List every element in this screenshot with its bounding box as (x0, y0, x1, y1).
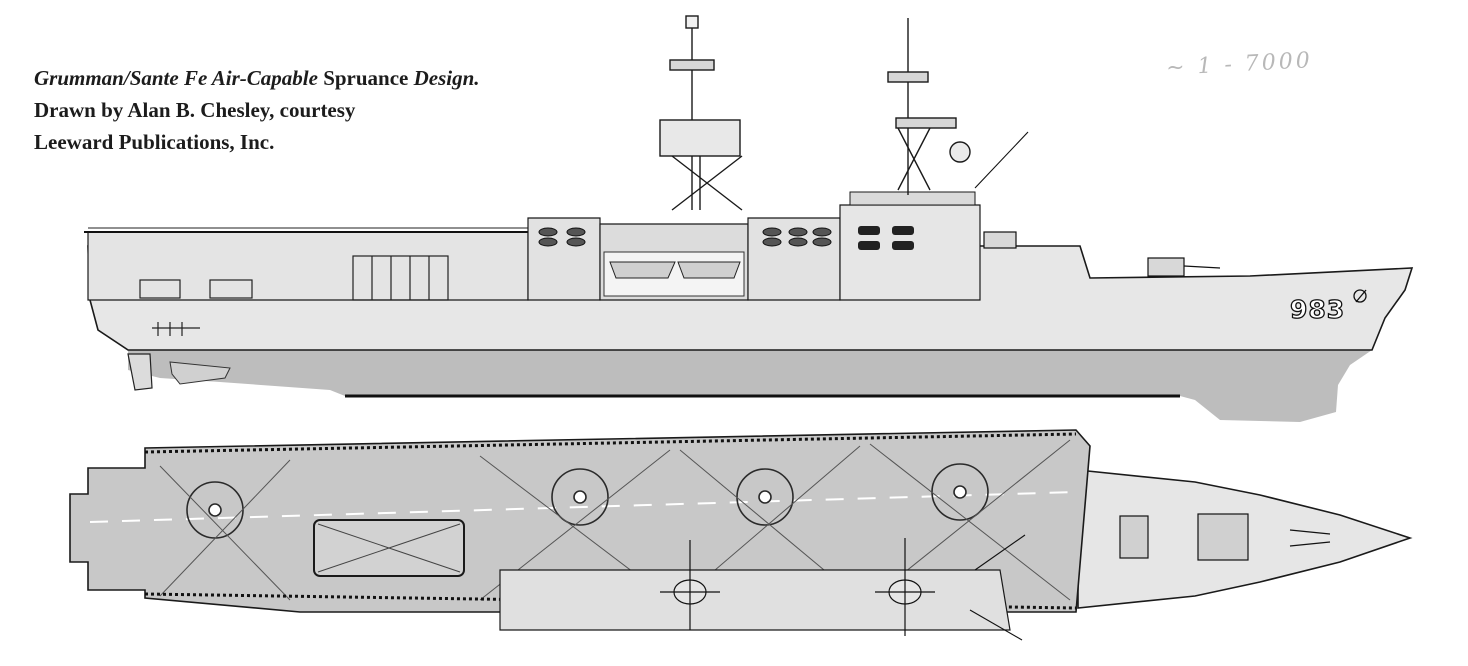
anchor-icon (1353, 289, 1367, 303)
caption-class-name: Spruance (323, 66, 409, 90)
drawing-caption: Grumman/Sante Fe Air-Capable Spruance De… (34, 62, 480, 158)
forward-gun (1147, 257, 1221, 277)
helicopter-2 (875, 538, 935, 636)
caption-design-name: Grumman/Sante Fe Air-Capable (34, 66, 318, 90)
elevator-cross (317, 523, 461, 573)
helicopter-1 (660, 540, 720, 630)
boat-2 (677, 261, 741, 279)
life-raft-canisters (538, 227, 832, 247)
callout-line-lower (969, 609, 1023, 641)
callout-line-upper (974, 131, 1029, 189)
aft-mast (659, 15, 743, 211)
caption-line-1: Grumman/Sante Fe Air-Capable Spruance De… (34, 62, 480, 94)
caption-line-2: Drawn by Alan B. Chesley, courtesy (34, 98, 356, 122)
superstructure-plan (499, 569, 1011, 631)
deck-edge-railing (144, 432, 1077, 454)
caption-design-word: Design. (413, 66, 480, 90)
callout-line-mid (974, 534, 1026, 571)
draft-marks (152, 322, 200, 336)
propeller-strut (169, 361, 231, 385)
flight-deck-centerline (89, 491, 1077, 523)
forward-mast (887, 18, 971, 195)
underwater-hull (128, 350, 1372, 422)
boat-1 (609, 261, 676, 279)
caption-line-3: Leeward Publications, Inc. (34, 130, 275, 154)
gun-mount-2 (983, 231, 1017, 249)
bridge-top (849, 191, 976, 206)
gun-plan (1119, 513, 1331, 561)
bridge-windows (858, 226, 914, 250)
hangar-doors (139, 255, 449, 301)
hull-number: 983 (1290, 295, 1345, 324)
rudder (127, 353, 153, 391)
